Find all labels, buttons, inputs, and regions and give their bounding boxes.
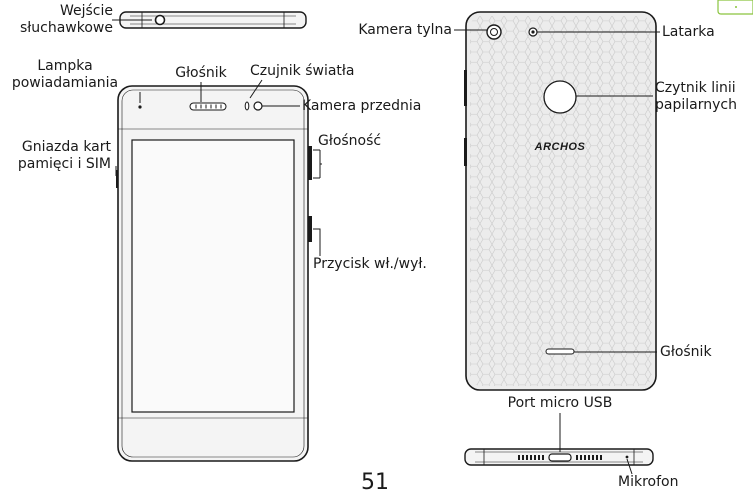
microphone-label: Mikrofon — [618, 474, 679, 490]
front-camera-label: Kamera przednia — [302, 98, 422, 114]
power-button — [308, 216, 312, 242]
notification-led-icon — [138, 105, 142, 109]
corner-tab-dot — [735, 6, 737, 8]
fingerprint-label-line2: papilarnych — [655, 97, 737, 113]
card-slots-label-line1: Gniazda kart — [21, 139, 111, 155]
front-camera-icon — [253, 101, 263, 111]
top-edge-view — [119, 11, 307, 29]
microphone-icon — [625, 455, 629, 459]
usb-port-label: Port micro USB — [507, 395, 613, 411]
bottom-edge-view — [464, 448, 654, 466]
light-sensor-icon — [244, 101, 250, 111]
brand-logo: ARCHOS — [534, 141, 586, 153]
rear-speaker-icon — [545, 348, 575, 355]
speaker-back-label: Głośnik — [660, 344, 712, 360]
power-button-label: Przycisk wł./wył. — [313, 256, 427, 272]
rear-camera-label: Kamera tylna — [358, 22, 452, 38]
notification-led-label-line2: powiadamiania — [11, 75, 119, 91]
headphone-label-line1: Wejście — [59, 3, 113, 19]
micro-usb-port-icon — [548, 453, 572, 462]
fingerprint-reader-icon — [543, 80, 577, 114]
headphone-jack-icon — [154, 14, 166, 26]
earpiece-speaker-icon — [189, 102, 227, 111]
light-sensor-label: Czujnik światła — [250, 63, 355, 79]
headphone-label-line2: słuchawkowe — [20, 20, 113, 36]
front-screen — [131, 139, 295, 413]
volume-label: Głośność — [318, 133, 382, 149]
back-view — [464, 11, 657, 391]
fingerprint-label-line1: Czytnik linii — [655, 80, 736, 96]
card-slots-label-line2: pamięci i SIM — [17, 156, 111, 172]
bottom-grille-left — [518, 455, 544, 460]
flashlight-label: Latarka — [662, 24, 715, 40]
speaker-top-label: Głośnik — [175, 65, 227, 81]
bottom-grille-right — [576, 455, 602, 460]
notification-led-label-line1: Lampka — [37, 58, 93, 74]
front-view — [116, 85, 312, 462]
volume-button — [308, 146, 312, 180]
page-number: 51 — [361, 470, 389, 495]
